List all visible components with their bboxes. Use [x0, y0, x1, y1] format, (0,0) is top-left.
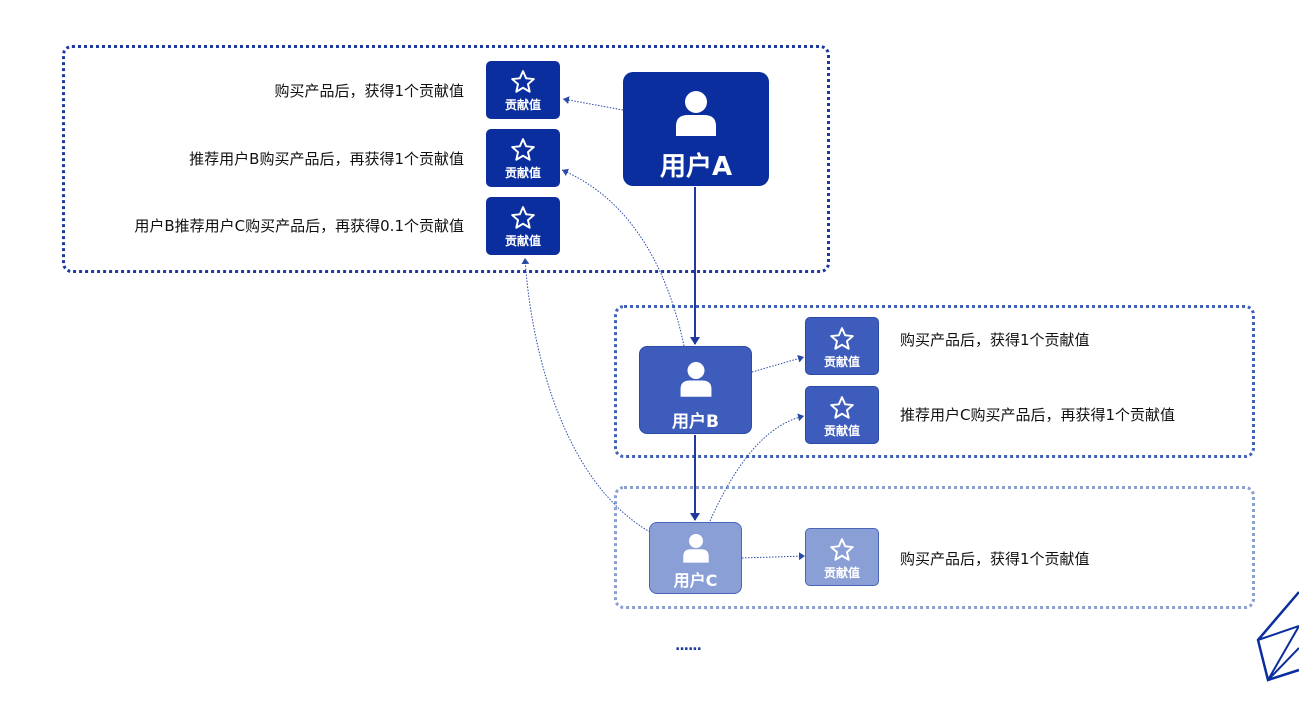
- star-outline-icon: [830, 396, 854, 419]
- reward-text: 购买产品后，获得1个贡献值: [900, 331, 1090, 349]
- star-outline-icon: [511, 70, 535, 93]
- badge-label: 贡献值: [504, 98, 541, 112]
- user-b-node: 用户B: [639, 346, 752, 434]
- more-ellipsis: ......: [675, 638, 702, 654]
- arrow-b-reward-1: [751, 354, 805, 373]
- star-outline-icon: [511, 206, 535, 229]
- badge-label: 贡献值: [504, 234, 541, 248]
- user-a-label: 用户A: [659, 152, 733, 182]
- arrow-a-reward-1: [562, 96, 624, 111]
- reward-text: 购买产品后，获得1个贡献值: [274, 82, 464, 100]
- reward-text: 推荐用户B购买产品后，再获得1个贡献值: [189, 150, 464, 168]
- badge-label: 贡献值: [823, 424, 860, 438]
- arrow-c-to-b-reward-2: [709, 413, 805, 522]
- reward-text: 推荐用户C购买产品后，再获得1个贡献值: [900, 406, 1176, 424]
- badge-label: 贡献值: [823, 566, 860, 580]
- group-user-b: [614, 305, 1255, 458]
- contribution-badge: 贡献值: [805, 528, 879, 586]
- user-c-node: 用户C: [649, 522, 742, 594]
- star-outline-icon: [830, 327, 854, 350]
- contribution-badge: 贡献值: [486, 129, 560, 187]
- contribution-badge: 贡献值: [486, 61, 560, 119]
- contribution-badge: 贡献值: [805, 317, 879, 375]
- contribution-badge: 贡献值: [805, 386, 879, 444]
- arrow-c-to-a-reward-3: [521, 257, 651, 533]
- decorative-corner-graphic: [1256, 591, 1299, 682]
- user-b-label: 用户B: [672, 412, 719, 432]
- arrow-c-reward-1: [741, 552, 806, 561]
- user-avatar-icon: [682, 534, 709, 563]
- user-c-label: 用户C: [673, 571, 718, 590]
- contribution-badge: 贡献值: [486, 197, 560, 255]
- star-outline-icon: [511, 138, 535, 161]
- arrow-b-to-a-reward-2: [561, 168, 685, 347]
- reward-text: 用户B推荐用户C购买产品后，再获得0.1个贡献值: [134, 217, 464, 235]
- group-user-a: [62, 45, 830, 273]
- badge-label: 贡献值: [504, 166, 541, 180]
- user-avatar-icon: [676, 91, 716, 136]
- reward-text: 购买产品后，获得1个贡献值: [900, 550, 1090, 568]
- star-outline-icon: [830, 538, 854, 561]
- user-a-node: 用户A: [623, 72, 769, 186]
- group-user-c: [614, 486, 1255, 609]
- user-avatar-icon: [680, 362, 711, 397]
- badge-label: 贡献值: [823, 355, 860, 369]
